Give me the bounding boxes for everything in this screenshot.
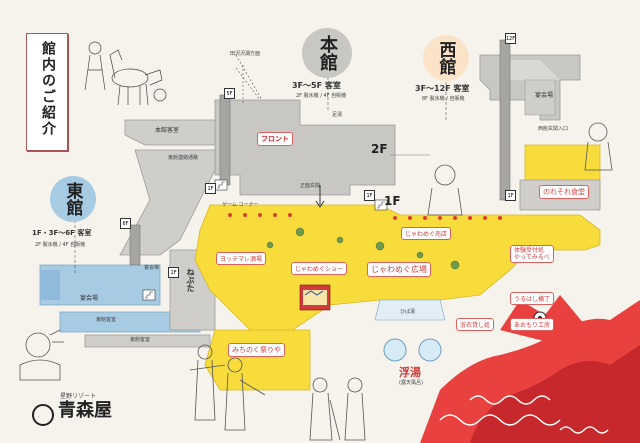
sign-jawamegu-shop: じゃわめぐ売店 (401, 227, 452, 240)
front-desk-sign: フロント (257, 132, 293, 146)
label-west-entrance: 西館玄関入口 (538, 126, 569, 132)
west-staff-illustration (427, 122, 613, 216)
logo-emblem-icon (32, 404, 54, 426)
east-building-floors: 1F・3F〜6F 客室 (32, 229, 92, 237)
floor-badge-5f: 5F (224, 88, 235, 99)
label-east-corridor: 東館連絡通路 (168, 155, 199, 161)
nebuta-float (299, 284, 331, 311)
main-building-badge: 本館 (302, 28, 352, 78)
label-banquet-west: 宴会場 (535, 92, 554, 99)
floor-mark-1f-main: 1F (384, 194, 401, 208)
nebuta-wave-art (420, 295, 640, 443)
label-east-rooms-1: 東館客室 (96, 317, 117, 323)
label-ukiyu: 浮湯 (399, 366, 421, 379)
label-ashiyu: 足湯 (332, 112, 343, 118)
sign-aomori-kobo: あおもり工房 (510, 318, 555, 331)
sign-noresore: のれそれ食堂 (539, 185, 589, 199)
onsen-man-illustration (19, 329, 64, 381)
west-building-floors: 3F〜12F 客室 (415, 84, 470, 93)
main-building-facilities: 2F 製氷機 / 4F 自販機 (296, 93, 347, 99)
floor-badge-6f: 6F (120, 218, 131, 229)
label-main-entrance: 正面玄関 (300, 183, 321, 189)
sign-taiken: 体験受付処 やってみるべ (510, 245, 554, 264)
label-hibayu: ひば湯 (400, 309, 416, 315)
floor-badge-1f-west2: 1F (505, 190, 516, 201)
logo-name: 青森屋 (58, 400, 112, 421)
main-building-floors: 3F〜5F 客室 (292, 81, 341, 90)
logo-subtitle: 星野リゾート (60, 393, 97, 400)
sign-urushi: うるはし横丁 (510, 292, 555, 305)
sign-jawamegu-hiroba: じゃわめぐ広場 (367, 262, 431, 277)
farmer-horse-illustration (84, 41, 167, 106)
east-building-badge: 東館 (50, 176, 96, 222)
east-building-facilities: 2F 製氷機 / 4F 自販機 (35, 242, 86, 248)
floor-badge-12f: 12F (505, 33, 516, 44)
west-building-facilities: 8F 製氷機 / 自販機 (422, 96, 465, 102)
label-honkan-kyakushitsu: 本館客室 (155, 127, 180, 134)
sign-yottemare: ヨッテマレ酒場 (216, 252, 267, 265)
floor-badge-1f-west: 1F (364, 190, 375, 201)
label-ukiyu-sub: (露天風呂) (399, 380, 423, 386)
label-game-corner: ゲーム コーナー (222, 202, 259, 208)
label-east-rooms-2: 東館客室 (130, 337, 151, 343)
label-banquet-north: 宴会場 (144, 265, 160, 271)
legend-title-box: 館内のご紹介 (26, 33, 68, 151)
sign-yukata: 浴衣貸し処 (456, 318, 495, 331)
sign-michinoku: みちのく祭りや (228, 343, 285, 357)
musician-illustrations (189, 344, 366, 441)
logo: 星野リゾート 青森屋 (18, 390, 148, 430)
floor-badge-1f-east: 1F (168, 267, 179, 278)
label-tazawako-direction: 田沢沢湖方面 (230, 51, 261, 57)
label-banquet-east: 宴会場 (80, 295, 99, 302)
legend-title: 館内のご紹介 (40, 41, 56, 137)
floor-badge-1f-front: 1F (205, 183, 216, 194)
sign-jawamegu-show: じゃわめぐショー (291, 262, 348, 275)
floor-mark-2f: 2F (371, 142, 388, 156)
label-nebuta: ねぶた (186, 268, 196, 292)
west-building-badge: 西館 (423, 35, 469, 81)
